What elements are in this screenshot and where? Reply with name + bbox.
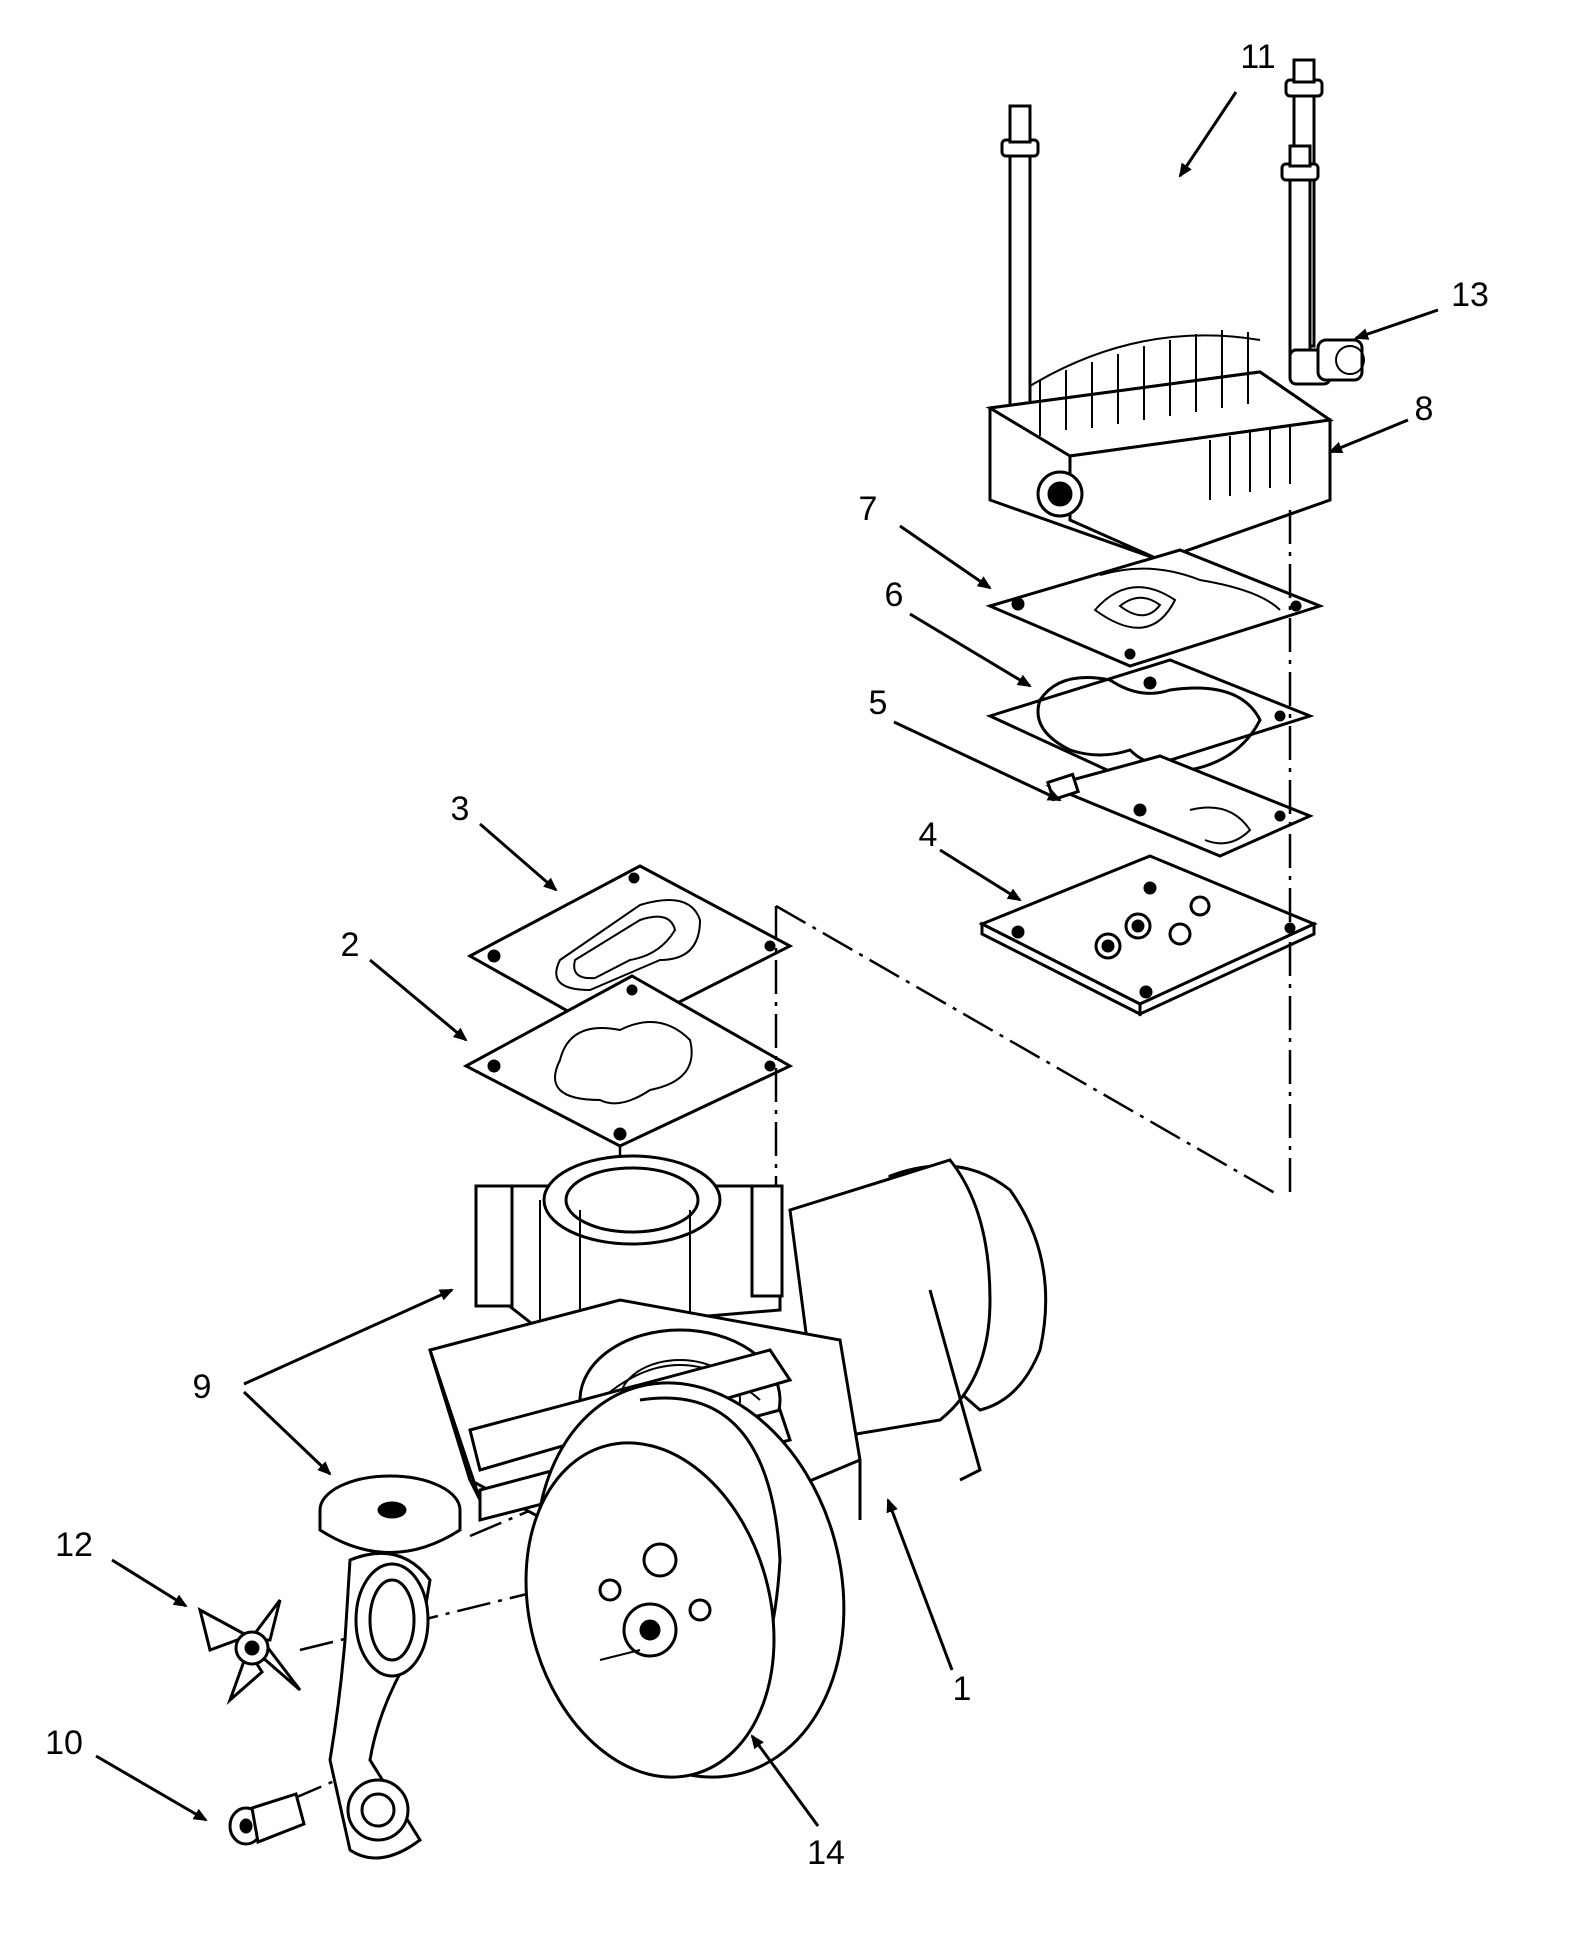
valve-plate (978, 854, 1318, 1017)
callout-12: 12 (55, 1526, 93, 1564)
gasket-7 (985, 548, 1325, 668)
gasket-5 (1045, 754, 1314, 858)
callout-7: 7 (859, 490, 878, 528)
screw (228, 1792, 306, 1846)
gasket-6 (985, 658, 1315, 778)
callout-1: 1 (953, 1670, 972, 1708)
bolt (1280, 144, 1320, 372)
callout-4: 4 (919, 816, 938, 854)
piston-rod (318, 1474, 462, 1860)
head-bolts (1000, 58, 1324, 458)
callout-8: 8 (1415, 390, 1434, 428)
callout-6: 6 (885, 576, 904, 614)
callout-14: 14 (807, 1834, 845, 1872)
callout-10: 10 (45, 1724, 83, 1762)
callout-5: 5 (869, 684, 888, 722)
callout-arrows (95, 91, 1439, 1827)
callout-labels: 11 13 8 7 6 5 4 3 2 9 12 10 1 14 (45, 38, 1489, 1872)
fitting (1288, 338, 1365, 386)
callout-13: 13 (1451, 276, 1489, 314)
callout-3: 3 (451, 790, 470, 828)
flywheel (524, 1381, 846, 1779)
fan (197, 1599, 302, 1705)
gasket-2 (462, 974, 794, 1148)
callout-2: 2 (341, 926, 360, 964)
callout-9: 9 (193, 1368, 212, 1406)
callout-11: 11 (1240, 38, 1275, 76)
cylinder-head (985, 330, 1365, 562)
